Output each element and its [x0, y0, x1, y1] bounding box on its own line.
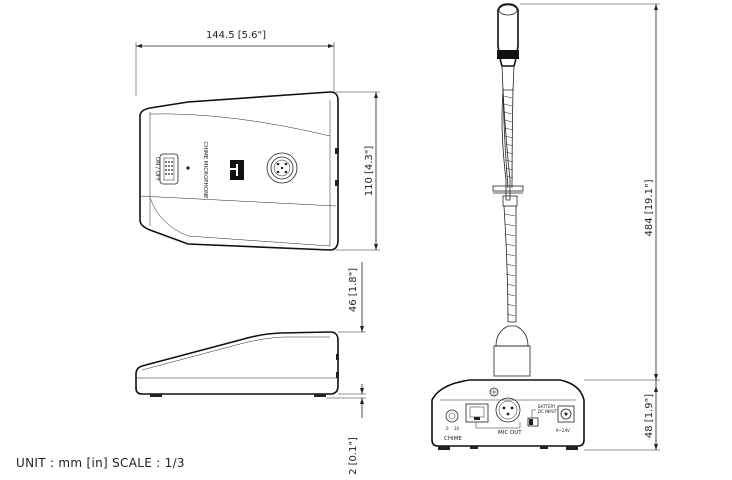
- dim-rear-height: 48 [1.9"]: [644, 394, 655, 438]
- label-chime-microphone: CHIME MICROPHONE: [202, 141, 208, 199]
- dim-top-width: 144.5 [5.6"]: [206, 30, 266, 41]
- svg-text:9~24V: 9~24V: [556, 428, 570, 433]
- brand-logo: [230, 160, 244, 180]
- dim-side-height: 46 [1.8"]: [348, 268, 359, 312]
- label-on-off: ON / OFF: [154, 157, 160, 181]
- front-view: 0 10 CHIME MIC OUT BATTERY DC INPUT 9~24…: [431, 3, 660, 451]
- mic-connector-icon: [266, 152, 298, 184]
- dim-foot-height: 2 [0.1"]: [348, 437, 359, 475]
- dim-top-depth: 110 [4.3"]: [364, 146, 375, 197]
- dim-total-height: 484 [19.1"]: [644, 179, 655, 236]
- svg-text:10: 10: [454, 426, 460, 431]
- label-dc-input: DC INPUT: [538, 409, 558, 414]
- label-battery: BATTERY: [538, 404, 556, 409]
- label-mic-out: MIC OUT: [498, 430, 522, 436]
- label-chime: CHIME: [444, 436, 462, 442]
- top-view: 144.5 [5.6"] ON / OFF CHIME MICROPHONE: [135, 30, 380, 251]
- svg-text:0: 0: [446, 426, 449, 431]
- unit-note: UNIT : mm [in] SCALE : 1/3: [16, 456, 185, 470]
- side-view: 46 [1.8"] 2 [0.1"]: [135, 262, 366, 475]
